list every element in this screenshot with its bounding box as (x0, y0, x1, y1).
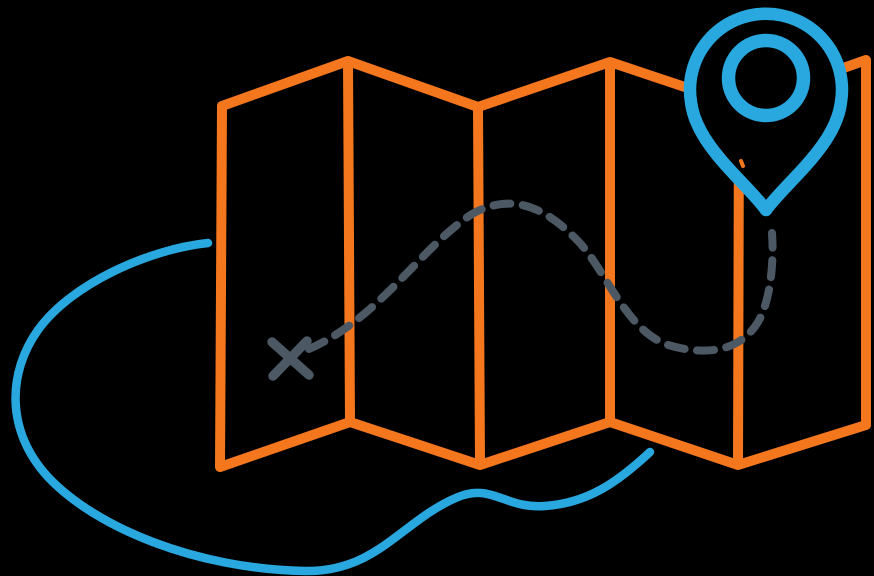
fold-speck-icon (739, 159, 745, 168)
location-pin-icon (683, 7, 849, 217)
x-mark-stroke-2 (268, 336, 312, 381)
map-fold-line-1 (343, 60, 355, 423)
x-mark-icon (267, 336, 314, 381)
map-fold-line-2 (473, 106, 485, 466)
dashed-route-icon (305, 199, 777, 355)
swirl-line-icon (11, 238, 655, 576)
pin-ring-icon (721, 33, 811, 123)
